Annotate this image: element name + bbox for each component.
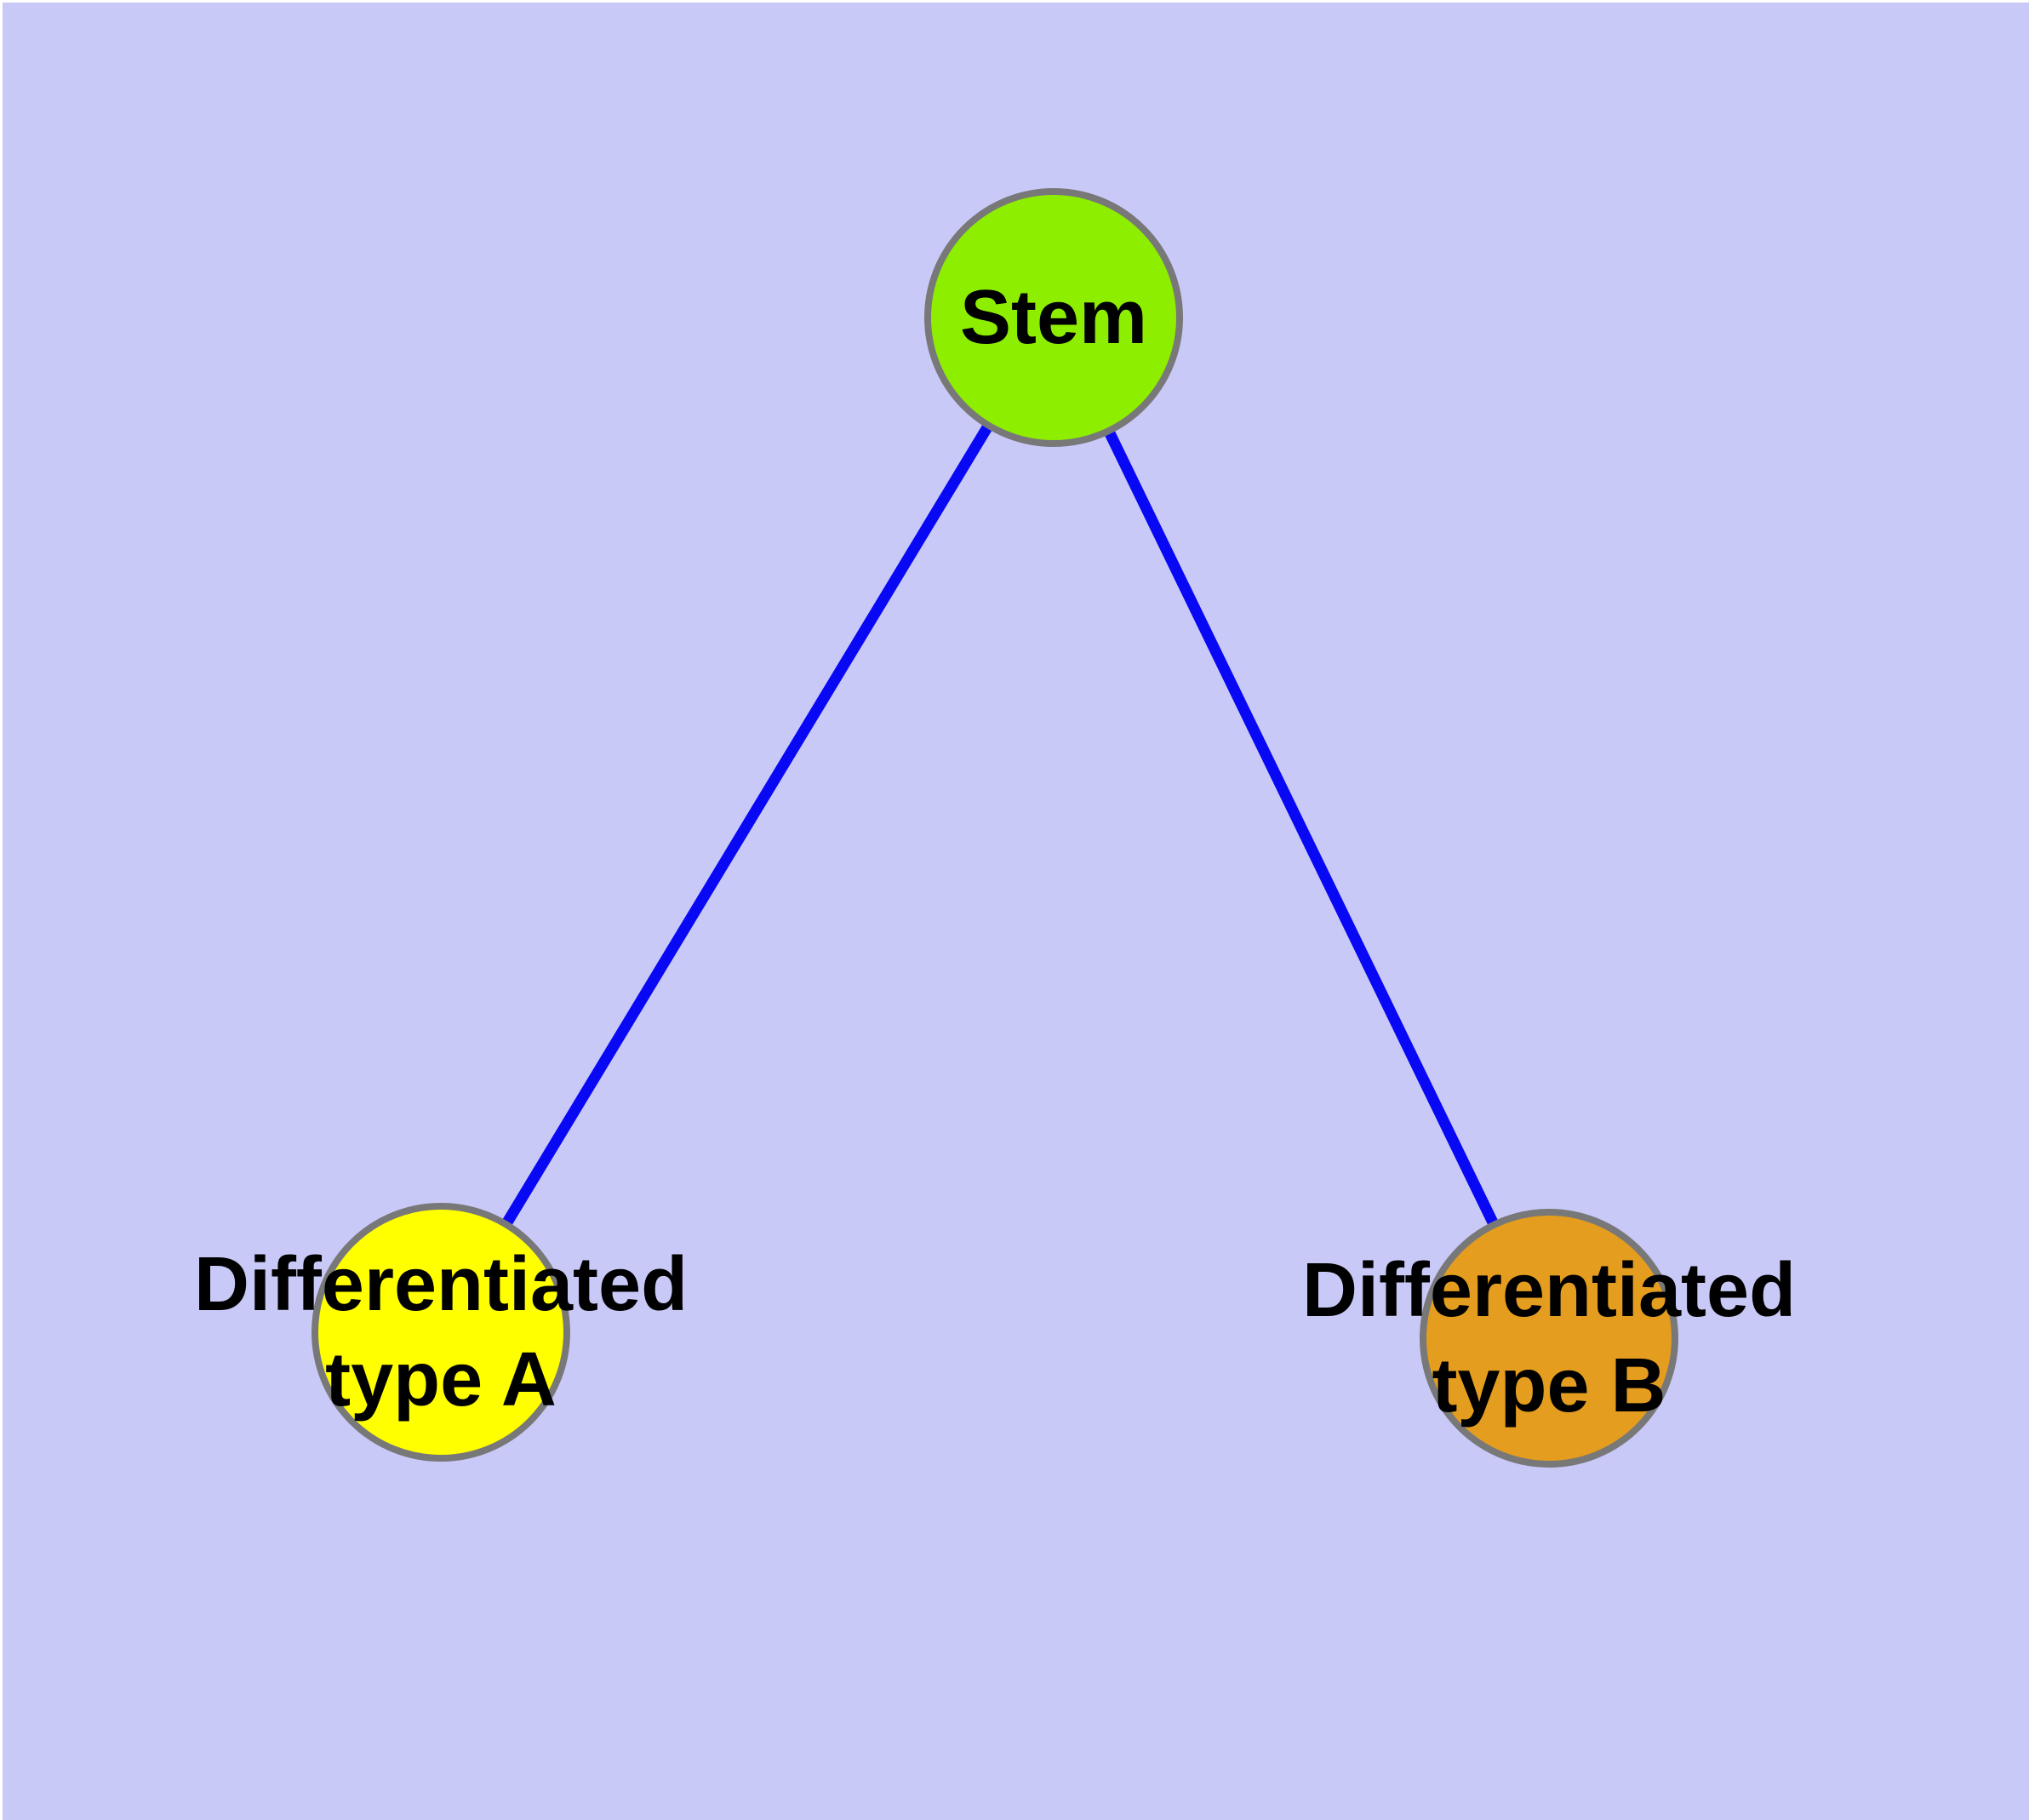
plot-margin-top: [0, 0, 2029, 3]
plot-margin-left: [0, 0, 3, 1820]
label-line: type A: [325, 1337, 557, 1422]
label-line: Differentiated: [193, 1242, 689, 1327]
label-line: type B: [1432, 1343, 1666, 1428]
node-stem: [924, 188, 1183, 447]
edge-stem-to-type-a: [436, 314, 1059, 1336]
label-line: Stem: [959, 275, 1148, 360]
node-differentiated-type-a: [311, 1203, 570, 1462]
node-label-differentiated-type-b: Differentiated type B: [1302, 1243, 1796, 1434]
node-label-differentiated-type-a: Differentiated type A: [194, 1237, 688, 1428]
edge-stem-to-type-b: [1049, 315, 1554, 1341]
label-line: Differentiated: [1301, 1248, 1797, 1333]
node-label-stem: Stem: [960, 270, 1147, 365]
node-differentiated-type-b: [1420, 1209, 1678, 1468]
